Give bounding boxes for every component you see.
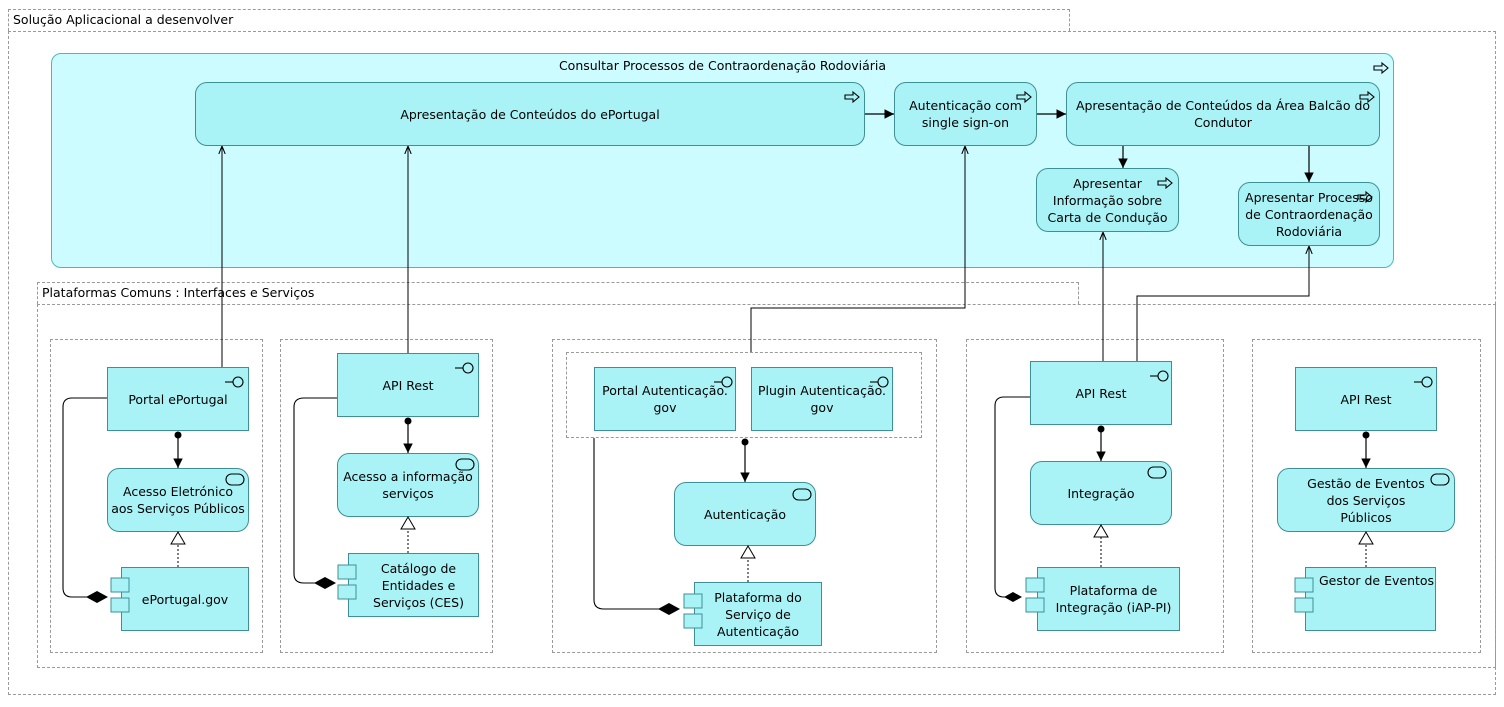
solution-group-title: Solução Aplicacional a desenvolver <box>8 9 1070 31</box>
portal-eportugal-interface[interactable]: Portal ePortugal <box>107 367 249 431</box>
authentication-interfaces-group <box>566 352 922 438</box>
integration-platform-group <box>966 339 1224 653</box>
platforms-group-title: Plataformas Comuns : Interfaces e Serviç… <box>37 282 1079 304</box>
authentication-platform-group <box>552 339 937 653</box>
eportugal-platform-group <box>50 339 263 653</box>
api-rest-events-interface[interactable]: API Rest <box>1295 367 1437 431</box>
portal-authentication-interface[interactable]: Portal Autenticação.gov <box>594 367 736 431</box>
consult-process-title: Consultar Processos de Contraordenação R… <box>558 58 887 73</box>
eportugal-gov-component[interactable]: ePortugal.gov <box>121 567 249 631</box>
eportugal-content-process[interactable]: Apresentação de Conteúdos do ePortugal <box>195 82 865 146</box>
plugin-authentication-interface[interactable]: Plugin Autenticação.gov <box>751 367 893 431</box>
api-rest-integration-interface[interactable]: API Rest <box>1030 361 1172 425</box>
events-platform-group <box>1252 339 1481 653</box>
authentication-service[interactable]: Autenticação <box>674 482 816 546</box>
integration-service[interactable]: Integração <box>1030 461 1172 525</box>
ces-platform-group <box>280 339 493 653</box>
events-manager-component[interactable]: Gestor de Eventos <box>1305 567 1436 631</box>
balcao-content-process[interactable]: Apresentação de Conteúdos da Área Balcão… <box>1066 82 1380 146</box>
api-rest-ces-interface[interactable]: API Rest <box>337 353 479 417</box>
